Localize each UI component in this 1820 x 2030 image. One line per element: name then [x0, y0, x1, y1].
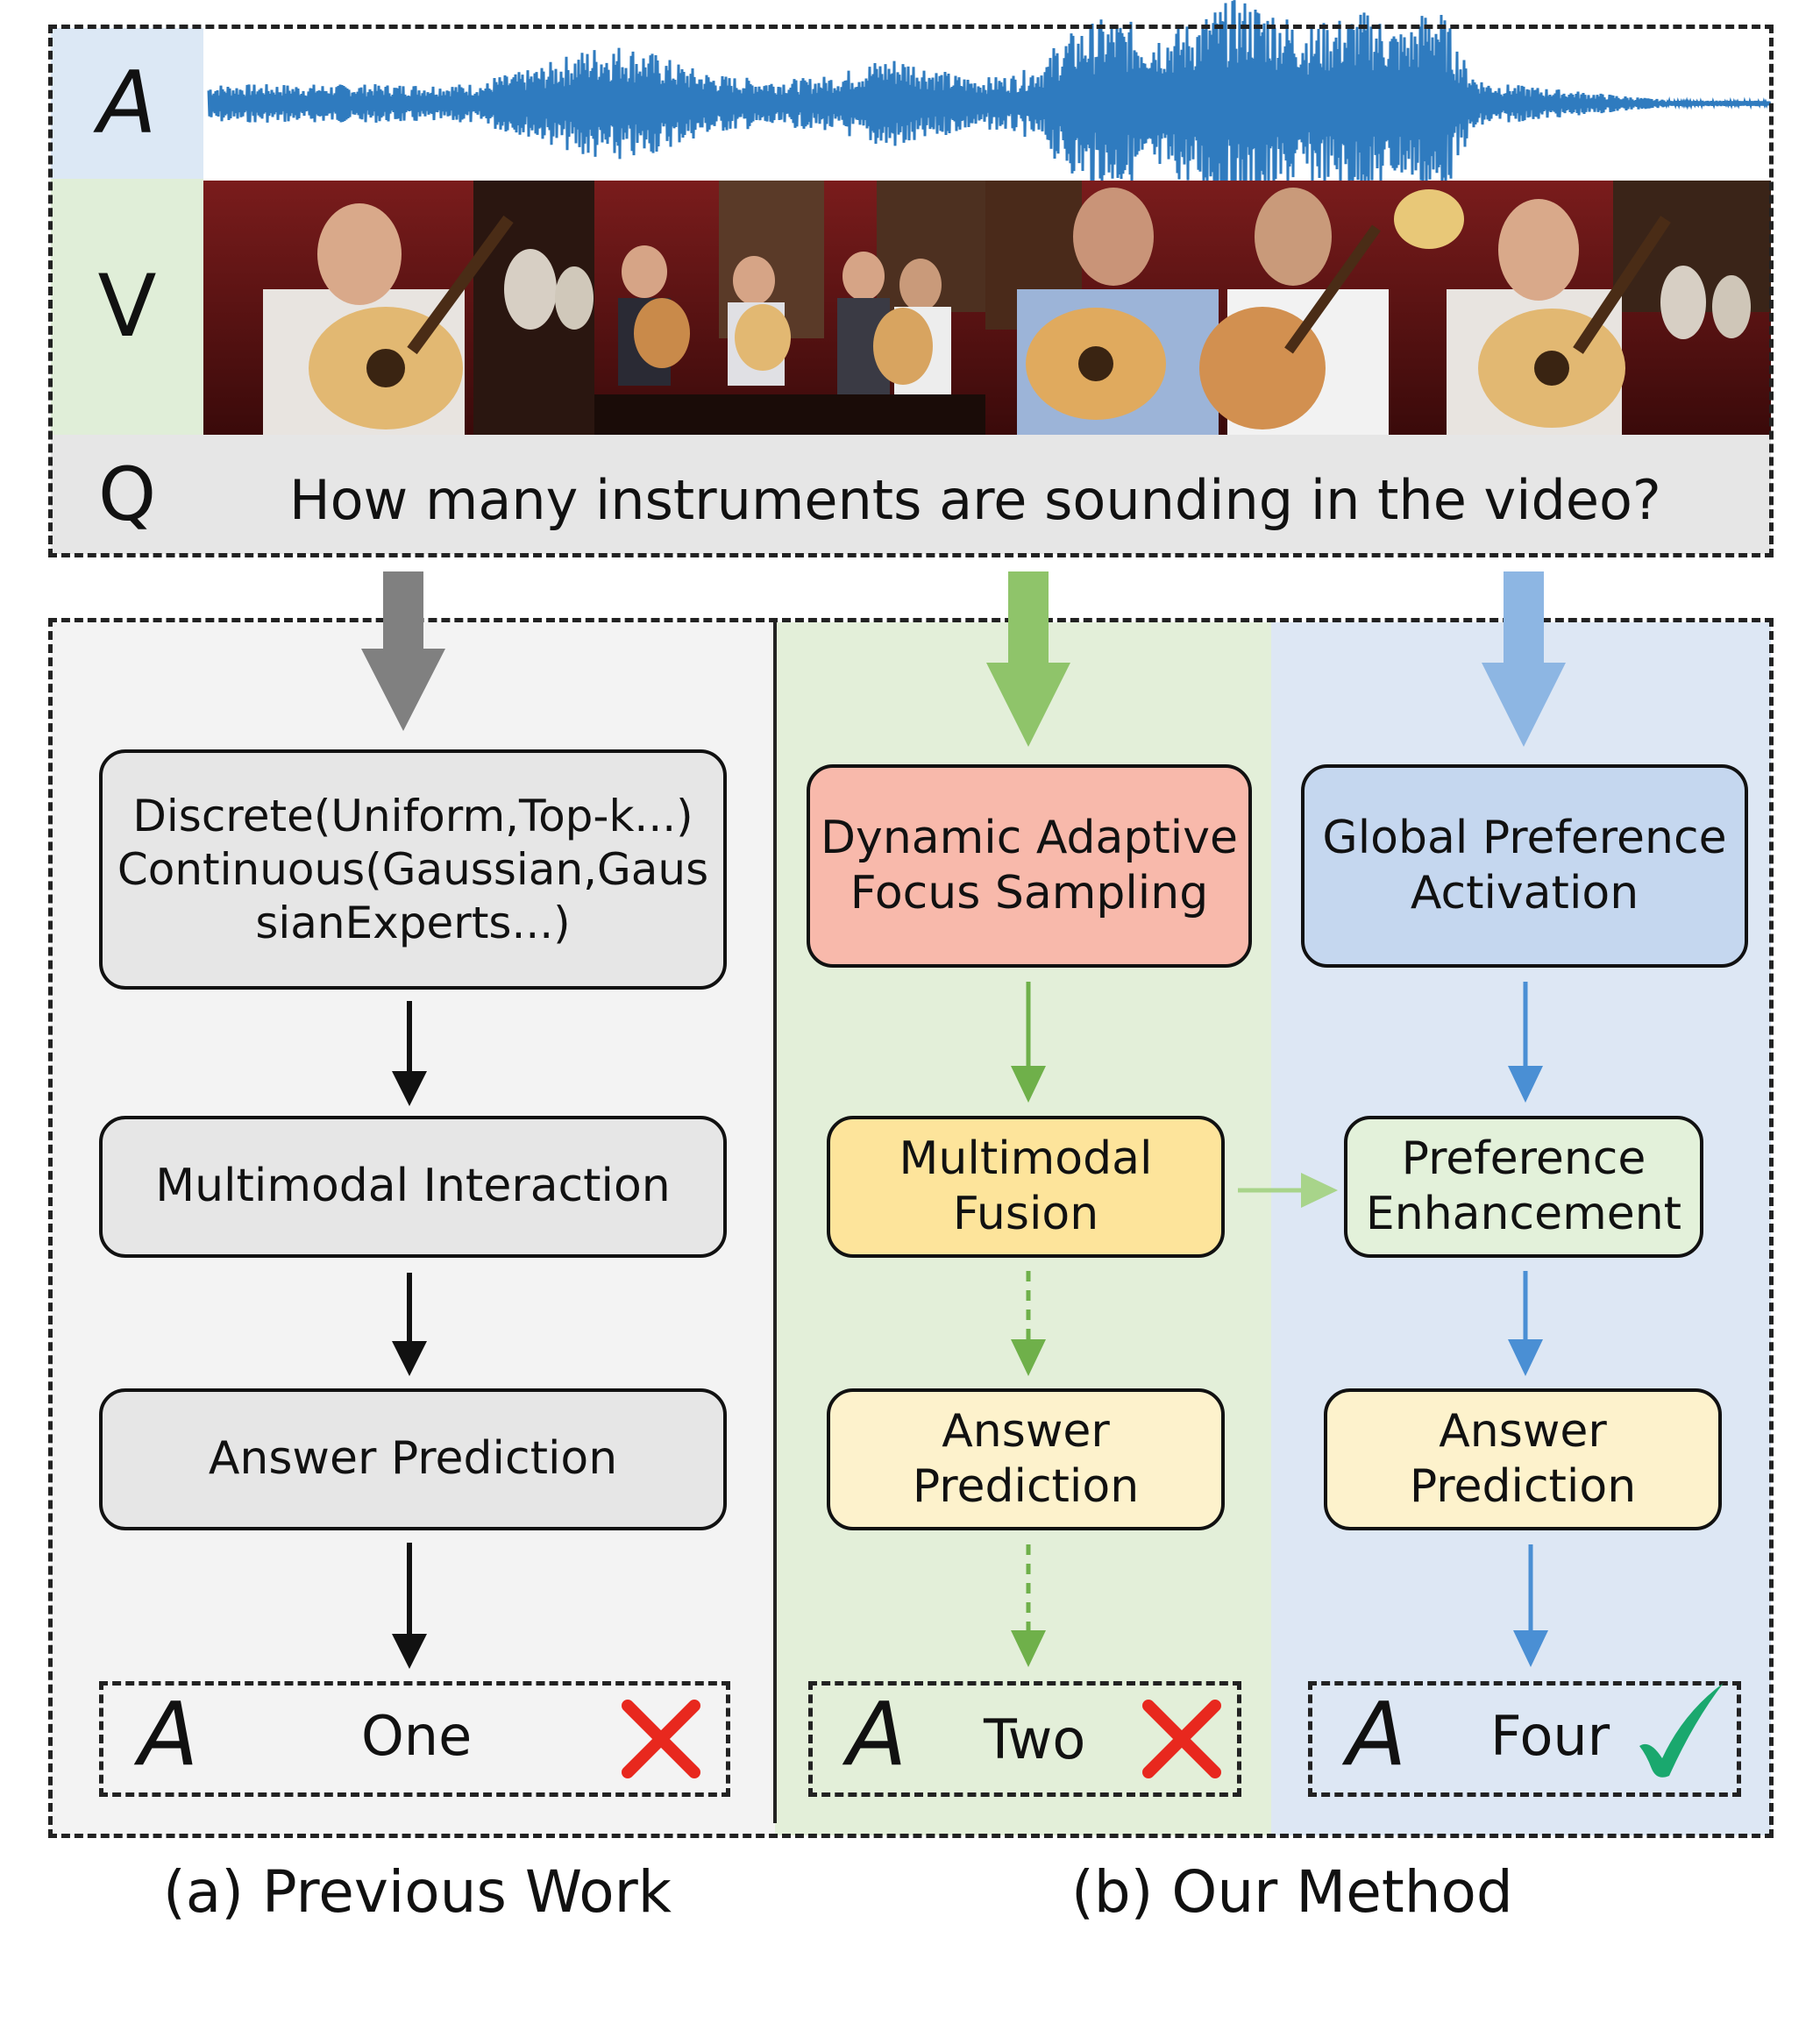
dynamic-adaptive-focus-sampling-box: Dynamic Adaptive Focus Sampling [807, 764, 1252, 968]
arrow-fusion-to-enhancement [1238, 1173, 1338, 1208]
cross-icon-left [619, 1697, 703, 1781]
global-preference-activation-box: Global Preference Activation [1301, 764, 1748, 968]
dafs-line-2: Focus Sampling [850, 866, 1208, 921]
big-arrow-green [986, 571, 1070, 747]
answer-prediction-label-left: Answer Prediction [209, 1431, 617, 1487]
arrow-right-2 [1508, 1271, 1543, 1376]
arrow-left-3 [392, 1543, 427, 1669]
sampling-methods-box: Discrete(Uniform,Top-k...) Continuous(Ga… [99, 749, 727, 990]
big-arrow-gray [361, 571, 445, 731]
arrow-right-3 [1513, 1544, 1548, 1667]
arrow-mid-3-dashed [1011, 1544, 1046, 1667]
fusion-line-1: Multimodal [899, 1132, 1153, 1187]
big-arrow-blue [1482, 571, 1566, 747]
answer-prediction-right-line-1: Answer [1439, 1404, 1607, 1459]
arrow-right-1 [1508, 982, 1543, 1103]
arrow-left-1 [392, 1001, 427, 1106]
answer-prediction-right-line-2: Prediction [1410, 1459, 1636, 1515]
answer-a-right: A [1347, 1683, 1406, 1785]
sampling-methods-line-1: Discrete(Uniform,Top-k...) [132, 790, 693, 843]
preference-enhancement-box: Preference Enhancement [1344, 1116, 1703, 1258]
arrow-mid-2-dashed [1011, 1271, 1046, 1376]
enhancement-line-2: Enhancement [1366, 1187, 1681, 1242]
caption-previous-work: (a) Previous Work [163, 1858, 672, 1926]
answer-text-left: One [361, 1704, 472, 1768]
sampling-methods-line-2: Continuous(Gaussian,Gaus [117, 843, 708, 897]
answer-prediction-box-right: Answer Prediction [1324, 1388, 1722, 1530]
answer-prediction-box-left: Answer Prediction [99, 1388, 727, 1530]
multimodal-interaction-box: Multimodal Interaction [99, 1116, 727, 1258]
answer-text-middle: Two [984, 1707, 1085, 1771]
answer-a-middle: A [847, 1683, 906, 1785]
multimodal-interaction-label: Multimodal Interaction [155, 1159, 671, 1214]
answer-text-right: Four [1490, 1704, 1610, 1768]
gpa-line-2: Activation [1411, 866, 1639, 921]
gpa-line-1: Global Preference [1322, 811, 1726, 866]
arrow-left-2 [392, 1273, 427, 1376]
enhancement-line-1: Preference [1402, 1132, 1646, 1187]
cross-icon-middle [1140, 1697, 1224, 1781]
answer-prediction-mid-line-1: Answer [942, 1404, 1110, 1459]
sampling-methods-line-3: sianExperts...) [255, 897, 570, 950]
answer-prediction-mid-line-2: Prediction [913, 1459, 1139, 1515]
check-icon-right [1632, 1678, 1729, 1783]
answer-a-left: A [139, 1683, 198, 1785]
dafs-line-1: Dynamic Adaptive [821, 811, 1238, 866]
multimodal-fusion-box: Multimodal Fusion [827, 1116, 1225, 1258]
answer-prediction-box-middle: Answer Prediction [827, 1388, 1225, 1530]
fusion-line-2: Fusion [953, 1187, 1098, 1242]
arrow-mid-1 [1011, 982, 1046, 1103]
caption-our-method: (b) Our Method [1071, 1858, 1513, 1926]
